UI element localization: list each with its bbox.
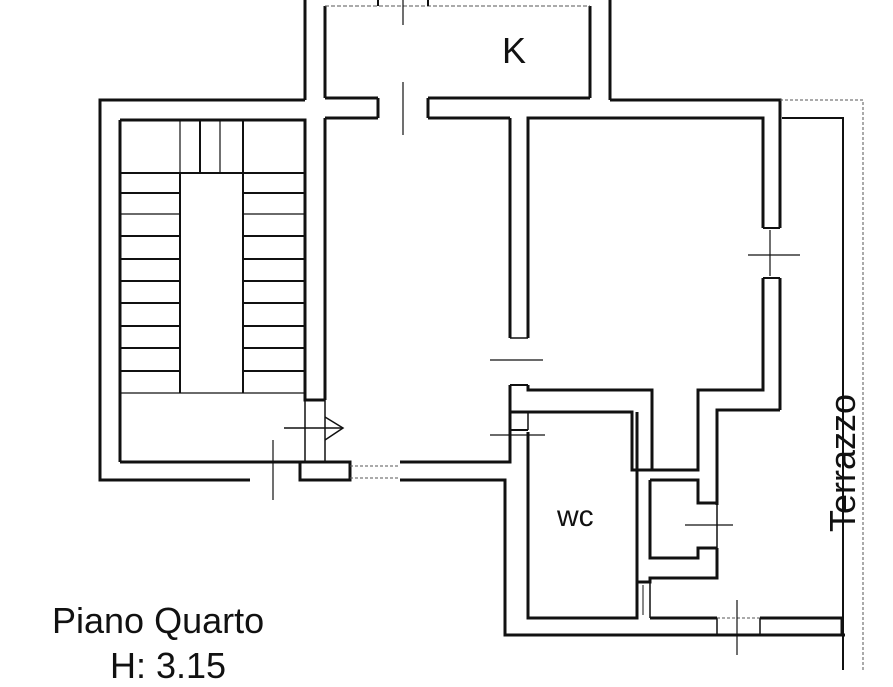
storage-room-walls <box>303 0 612 118</box>
floor-plan <box>98 0 864 670</box>
terrace-walls <box>780 99 864 670</box>
floor-title: Piano Quarto <box>52 600 265 641</box>
terrace-label: Terrazzo <box>822 393 863 533</box>
stair-room-walls <box>118 118 327 464</box>
door-marks <box>272 0 800 655</box>
right-room-walls <box>526 116 782 505</box>
entrance-arrow <box>284 416 345 441</box>
staircase <box>120 120 305 394</box>
storage-room-label: K <box>502 30 527 71</box>
bathroom-label: WC <box>557 500 594 533</box>
wc-room-walls <box>509 410 652 620</box>
ceiling-height-label: H: 3.15 <box>110 645 227 686</box>
outer-walls <box>98 98 782 482</box>
